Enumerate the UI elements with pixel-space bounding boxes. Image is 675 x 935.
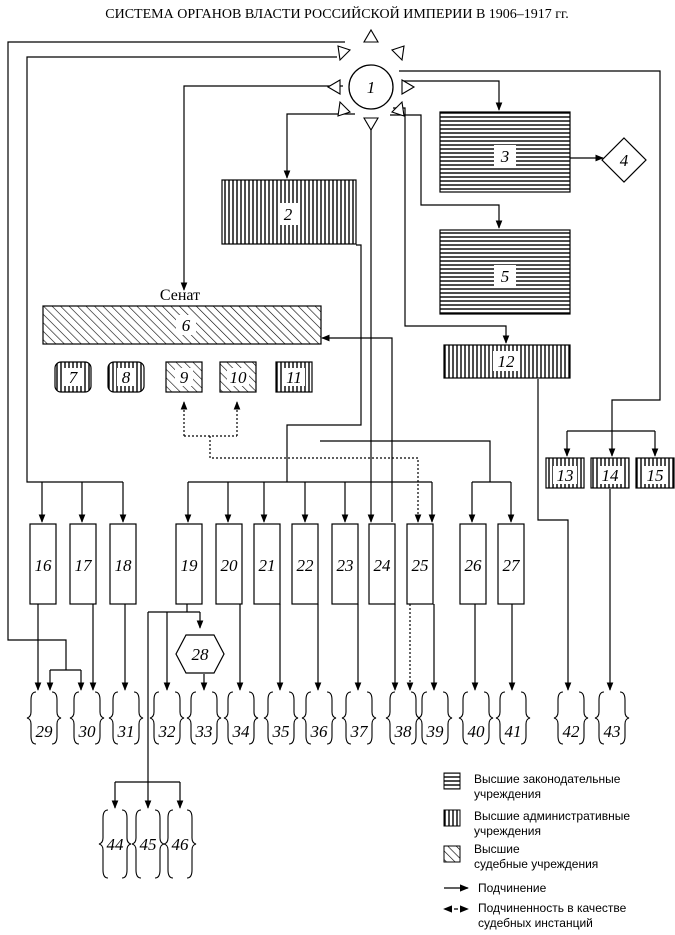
node-46-label: 46 (172, 835, 190, 854)
node-14: 14 (590, 457, 630, 489)
node-42-label: 42 (563, 722, 581, 741)
node-16-label: 16 (35, 556, 53, 575)
node-10: 10 (219, 361, 257, 393)
node-28-label: 28 (192, 645, 210, 664)
node-2-label: 2 (284, 205, 293, 224)
node-16: 16 (29, 523, 57, 605)
node-35-label: 35 (272, 722, 290, 741)
node-6-label: 6 (182, 316, 191, 335)
legend-administrative-line1: Высшие административные (474, 809, 630, 823)
legend-legislative-line1: Высшие законодательные (474, 772, 621, 786)
node-22-label: 22 (297, 556, 315, 575)
node-29-label: 29 (36, 722, 54, 741)
node-21: 21 (253, 523, 281, 605)
node-26-label: 26 (465, 556, 483, 575)
node-11-label: 11 (286, 368, 302, 387)
legend-judicial-sub-line1: Подчиненность в качестве (478, 901, 627, 915)
node-9-label: 9 (180, 368, 189, 387)
node-19-label: 19 (181, 556, 199, 575)
node-2: 2 (221, 179, 357, 245)
bracket-nodes (26, 691, 630, 745)
node-7-label: 7 (69, 368, 79, 387)
node-10-label: 10 (230, 368, 248, 387)
node-24-label: 24 (374, 556, 392, 575)
legend-judicial-line2: судебные учреждения (474, 857, 598, 871)
node-41-label: 41 (505, 722, 522, 741)
node-31-label: 31 (117, 722, 135, 741)
node-22: 22 (291, 523, 319, 605)
node-20: 20 (215, 523, 243, 605)
node-1-emperor: 1 (326, 28, 416, 132)
node-4: 4 (601, 137, 647, 183)
node-12: 12 (443, 344, 571, 379)
node-23: 23 (331, 523, 359, 605)
node-28: 28 (175, 634, 225, 674)
node-33-label: 33 (195, 722, 213, 741)
node-27: 27 (497, 523, 525, 605)
node-13-label: 13 (557, 466, 574, 485)
node-34-label: 34 (232, 722, 251, 741)
node-17-label: 17 (75, 556, 94, 575)
node-26: 26 (459, 523, 487, 605)
diagram-title: СИСТЕМА ОРГАНОВ ВЛАСТИ РОССИЙСКОЙ ИМПЕРИ… (105, 5, 568, 22)
node-15: 15 (635, 457, 675, 489)
node-18-label: 18 (115, 556, 133, 575)
node-3-label: 3 (500, 147, 510, 166)
legend-administrative-line2: учреждения (474, 824, 541, 838)
legend-judicial-line1: Высшие (474, 842, 520, 856)
senate-label: Сенат (160, 287, 200, 304)
node-45-label: 45 (140, 835, 157, 854)
legend-administrative-swatch (443, 809, 461, 827)
node-8: 8 (107, 361, 145, 393)
judicial-lines (180, 401, 422, 691)
node-36-label: 36 (310, 722, 329, 741)
node-37-label: 37 (350, 722, 370, 741)
node-8-label: 8 (122, 368, 131, 387)
bracket-nodes-44-46 (98, 809, 197, 879)
node-6-senate: Сенат 6 (42, 287, 322, 345)
node-9: 9 (165, 361, 203, 393)
node-14-label: 14 (602, 466, 620, 485)
node-17: 17 (69, 523, 97, 605)
legend-judicial-sub-line2: судебных инстанций (478, 916, 593, 930)
legend-judicial-swatch (443, 845, 461, 863)
legend-legislative-swatch (443, 772, 461, 790)
node-25: 25 (406, 523, 434, 605)
node-11: 11 (275, 361, 313, 393)
node-32-label: 32 (158, 722, 177, 741)
node-13: 13 (545, 457, 585, 489)
node-3: 3 (439, 111, 571, 193)
legend-legislative-line2: учреждения (474, 787, 541, 801)
legend: Высшие законодательные учреждения Высшие… (443, 772, 630, 930)
node-39-label: 39 (426, 722, 445, 741)
node-20-label: 20 (221, 556, 239, 575)
node-18: 18 (109, 523, 137, 605)
node-43-label: 43 (604, 722, 621, 741)
node-4-label: 4 (620, 151, 629, 170)
node-44-label: 44 (107, 835, 125, 854)
node-1-label: 1 (367, 78, 376, 97)
node-5-label: 5 (501, 267, 510, 286)
node-38-label: 38 (394, 722, 413, 741)
node-7: 7 (54, 361, 92, 393)
node-21-label: 21 (259, 556, 276, 575)
node-23-label: 23 (337, 556, 354, 575)
node-25-label: 25 (412, 556, 429, 575)
node-12-label: 12 (498, 352, 516, 371)
subordination-lines (7, 41, 661, 809)
node-40-label: 40 (468, 722, 486, 741)
node-19: 19 (175, 523, 203, 605)
node-15-label: 15 (647, 466, 664, 485)
node-30-label: 30 (78, 722, 97, 741)
node-5: 5 (439, 229, 571, 315)
node-27-label: 27 (503, 556, 522, 575)
legend-subordination-label: Подчинение (478, 881, 547, 895)
node-24: 24 (368, 523, 396, 605)
